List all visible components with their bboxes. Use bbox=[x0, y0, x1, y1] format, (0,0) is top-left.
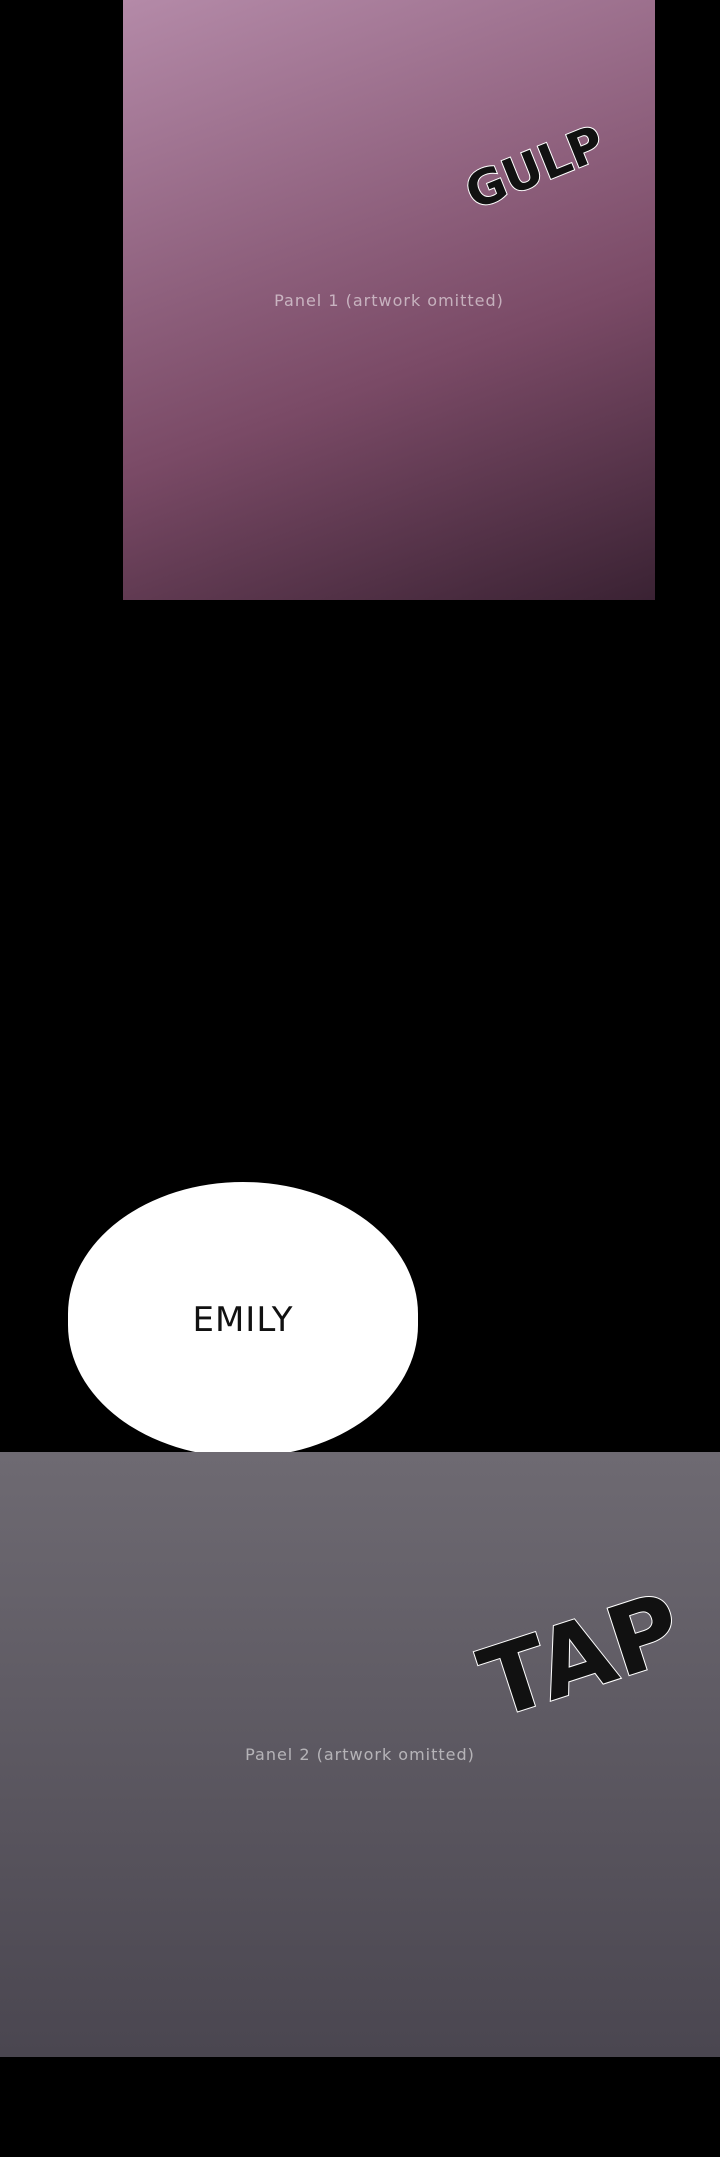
comic-panel-2: Panel 2 (artwork omitted) bbox=[0, 1452, 720, 2057]
comic-panel-1: Panel 1 (artwork omitted) bbox=[123, 0, 655, 600]
speech-bubble: EMILY bbox=[66, 1180, 420, 1459]
panel-placeholder: Panel 1 (artwork omitted) bbox=[274, 290, 504, 310]
panel-placeholder: Panel 2 (artwork omitted) bbox=[245, 1745, 475, 1764]
speech-bubble-text: EMILY bbox=[192, 1299, 294, 1340]
